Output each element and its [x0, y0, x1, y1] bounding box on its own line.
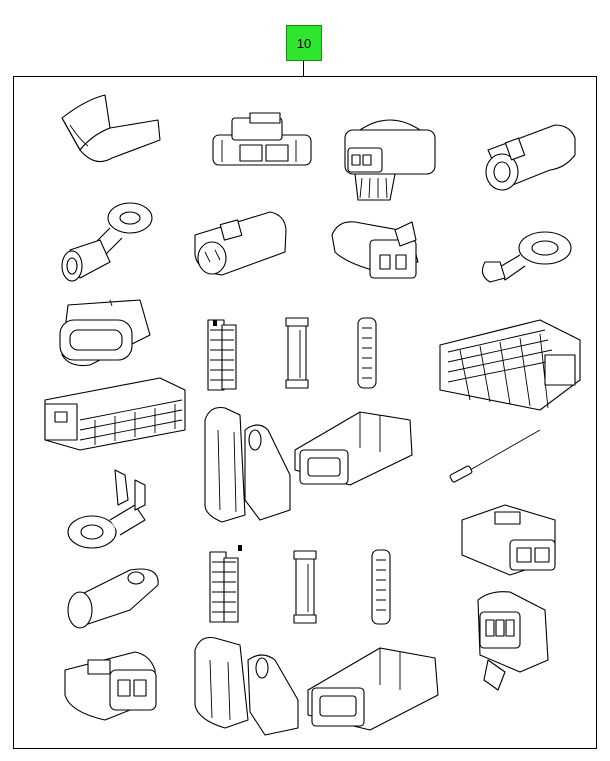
connector-housing-2way-rect[interactable]: [461, 504, 556, 576]
connector-multi-row[interactable]: [439, 319, 581, 411]
connector-block-large[interactable]: [44, 377, 186, 451]
connector-2way-latch[interactable]: [331, 221, 419, 279]
connector-carrier-b[interactable]: [293, 550, 317, 624]
connector-2way-sealed-a[interactable]: [212, 112, 312, 166]
ring-terminal-open-barrel[interactable]: [481, 231, 572, 283]
connector-housing-box[interactable]: [294, 411, 413, 486]
callout-number-10[interactable]: 10: [286, 25, 322, 61]
kit-frame: [13, 76, 597, 749]
connector-2way-sealed-c[interactable]: [64, 651, 157, 721]
terminal-strip-c[interactable]: [209, 545, 242, 623]
terminal-pin-wire[interactable]: [449, 429, 541, 483]
callout-leader-line: [303, 61, 304, 76]
callout-label: 10: [296, 35, 312, 51]
connector-2way-sealed-b[interactable]: [194, 211, 287, 276]
connector-3way-ribbon[interactable]: [344, 119, 436, 201]
connector-oval-seal[interactable]: [59, 299, 151, 367]
connector-3way-sealed-vertical[interactable]: [477, 591, 549, 691]
terminal-strip-d[interactable]: [371, 549, 391, 625]
lug-terminal-tubular[interactable]: [67, 568, 159, 629]
connector-half-shell-a[interactable]: [204, 406, 291, 523]
connector-housing-latch[interactable]: [307, 647, 439, 731]
terminal-strip-b[interactable]: [357, 317, 377, 389]
ring-terminal-flag[interactable]: [67, 469, 146, 549]
terminal-strip-a[interactable]: [207, 319, 237, 391]
connector-half-shell-b[interactable]: [194, 636, 299, 736]
connector-carrier-a[interactable]: [285, 317, 309, 389]
connector-round-lock[interactable]: [485, 124, 576, 191]
ring-terminal-insulated[interactable]: [61, 202, 153, 282]
heat-shrink-sleeve[interactable]: [61, 94, 161, 163]
